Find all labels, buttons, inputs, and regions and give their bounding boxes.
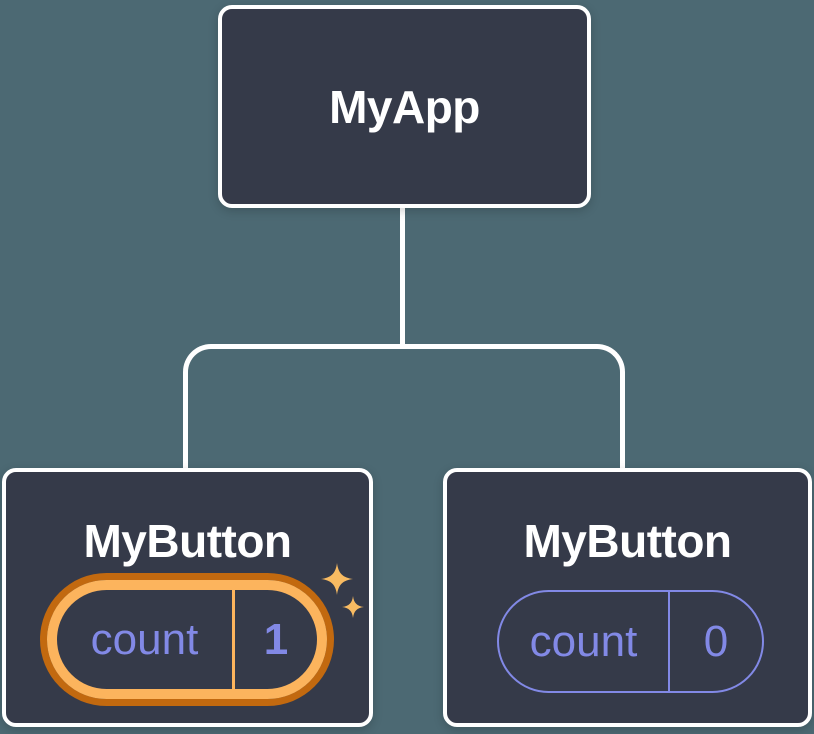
connector-branch-bracket	[183, 344, 625, 468]
pill-divider	[232, 590, 235, 689]
state-key-label: count	[529, 616, 638, 666]
state-key-label: count	[90, 614, 199, 664]
node-mybutton-left-title: MyButton	[83, 515, 292, 567]
node-myapp: MyApp	[218, 5, 591, 208]
state-value: 0	[703, 616, 729, 666]
state-pill: count 0	[497, 590, 764, 693]
node-mybutton-left: MyButton count 1	[2, 468, 373, 727]
state-pill-highlighted: count 1	[47, 580, 327, 699]
connector-root-line	[400, 204, 405, 346]
node-mybutton-right: MyButton count 0	[443, 468, 812, 727]
sparkle-icon-small	[342, 596, 364, 618]
sparkle-icon-large	[321, 563, 353, 595]
node-myapp-title: MyApp	[329, 80, 480, 133]
pill-divider	[668, 592, 670, 691]
state-value: 1	[263, 614, 289, 664]
node-mybutton-right-title: MyButton	[523, 515, 732, 567]
